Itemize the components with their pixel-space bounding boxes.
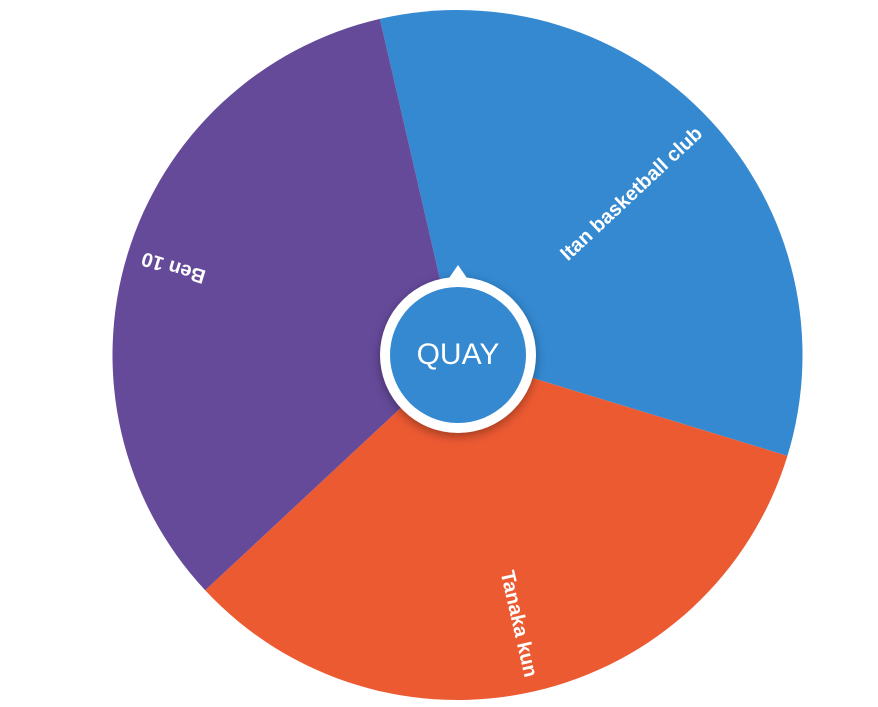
- wheel-segment: [112, 18, 458, 591]
- pointer-icon: [447, 265, 469, 281]
- spin-button[interactable]: QUAY: [380, 265, 536, 433]
- spin-button-face: QUAY: [390, 287, 526, 423]
- spin-button-label: QUAY: [416, 338, 500, 371]
- wheel-segment: [205, 355, 788, 700]
